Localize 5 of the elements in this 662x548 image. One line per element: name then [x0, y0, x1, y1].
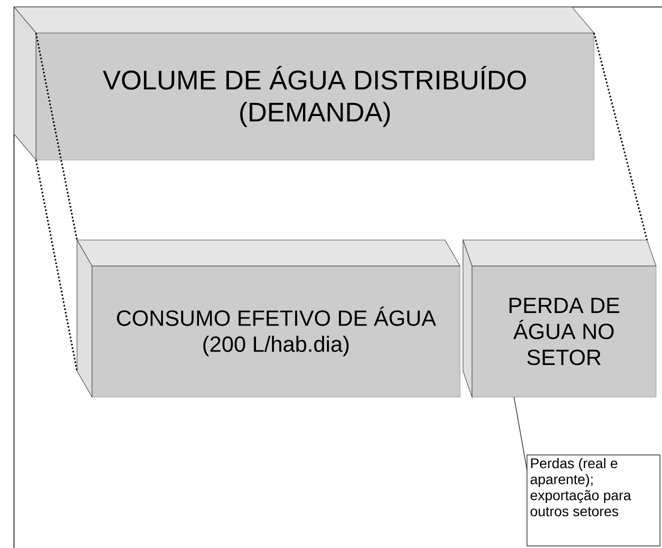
note-box: Perdas (real e aparente); exportação para outros setores — [526, 454, 660, 546]
projection-line — [35, 160, 78, 372]
projection-line — [35, 32, 78, 240]
leader-line — [514, 396, 528, 470]
projection-line — [593, 32, 648, 240]
